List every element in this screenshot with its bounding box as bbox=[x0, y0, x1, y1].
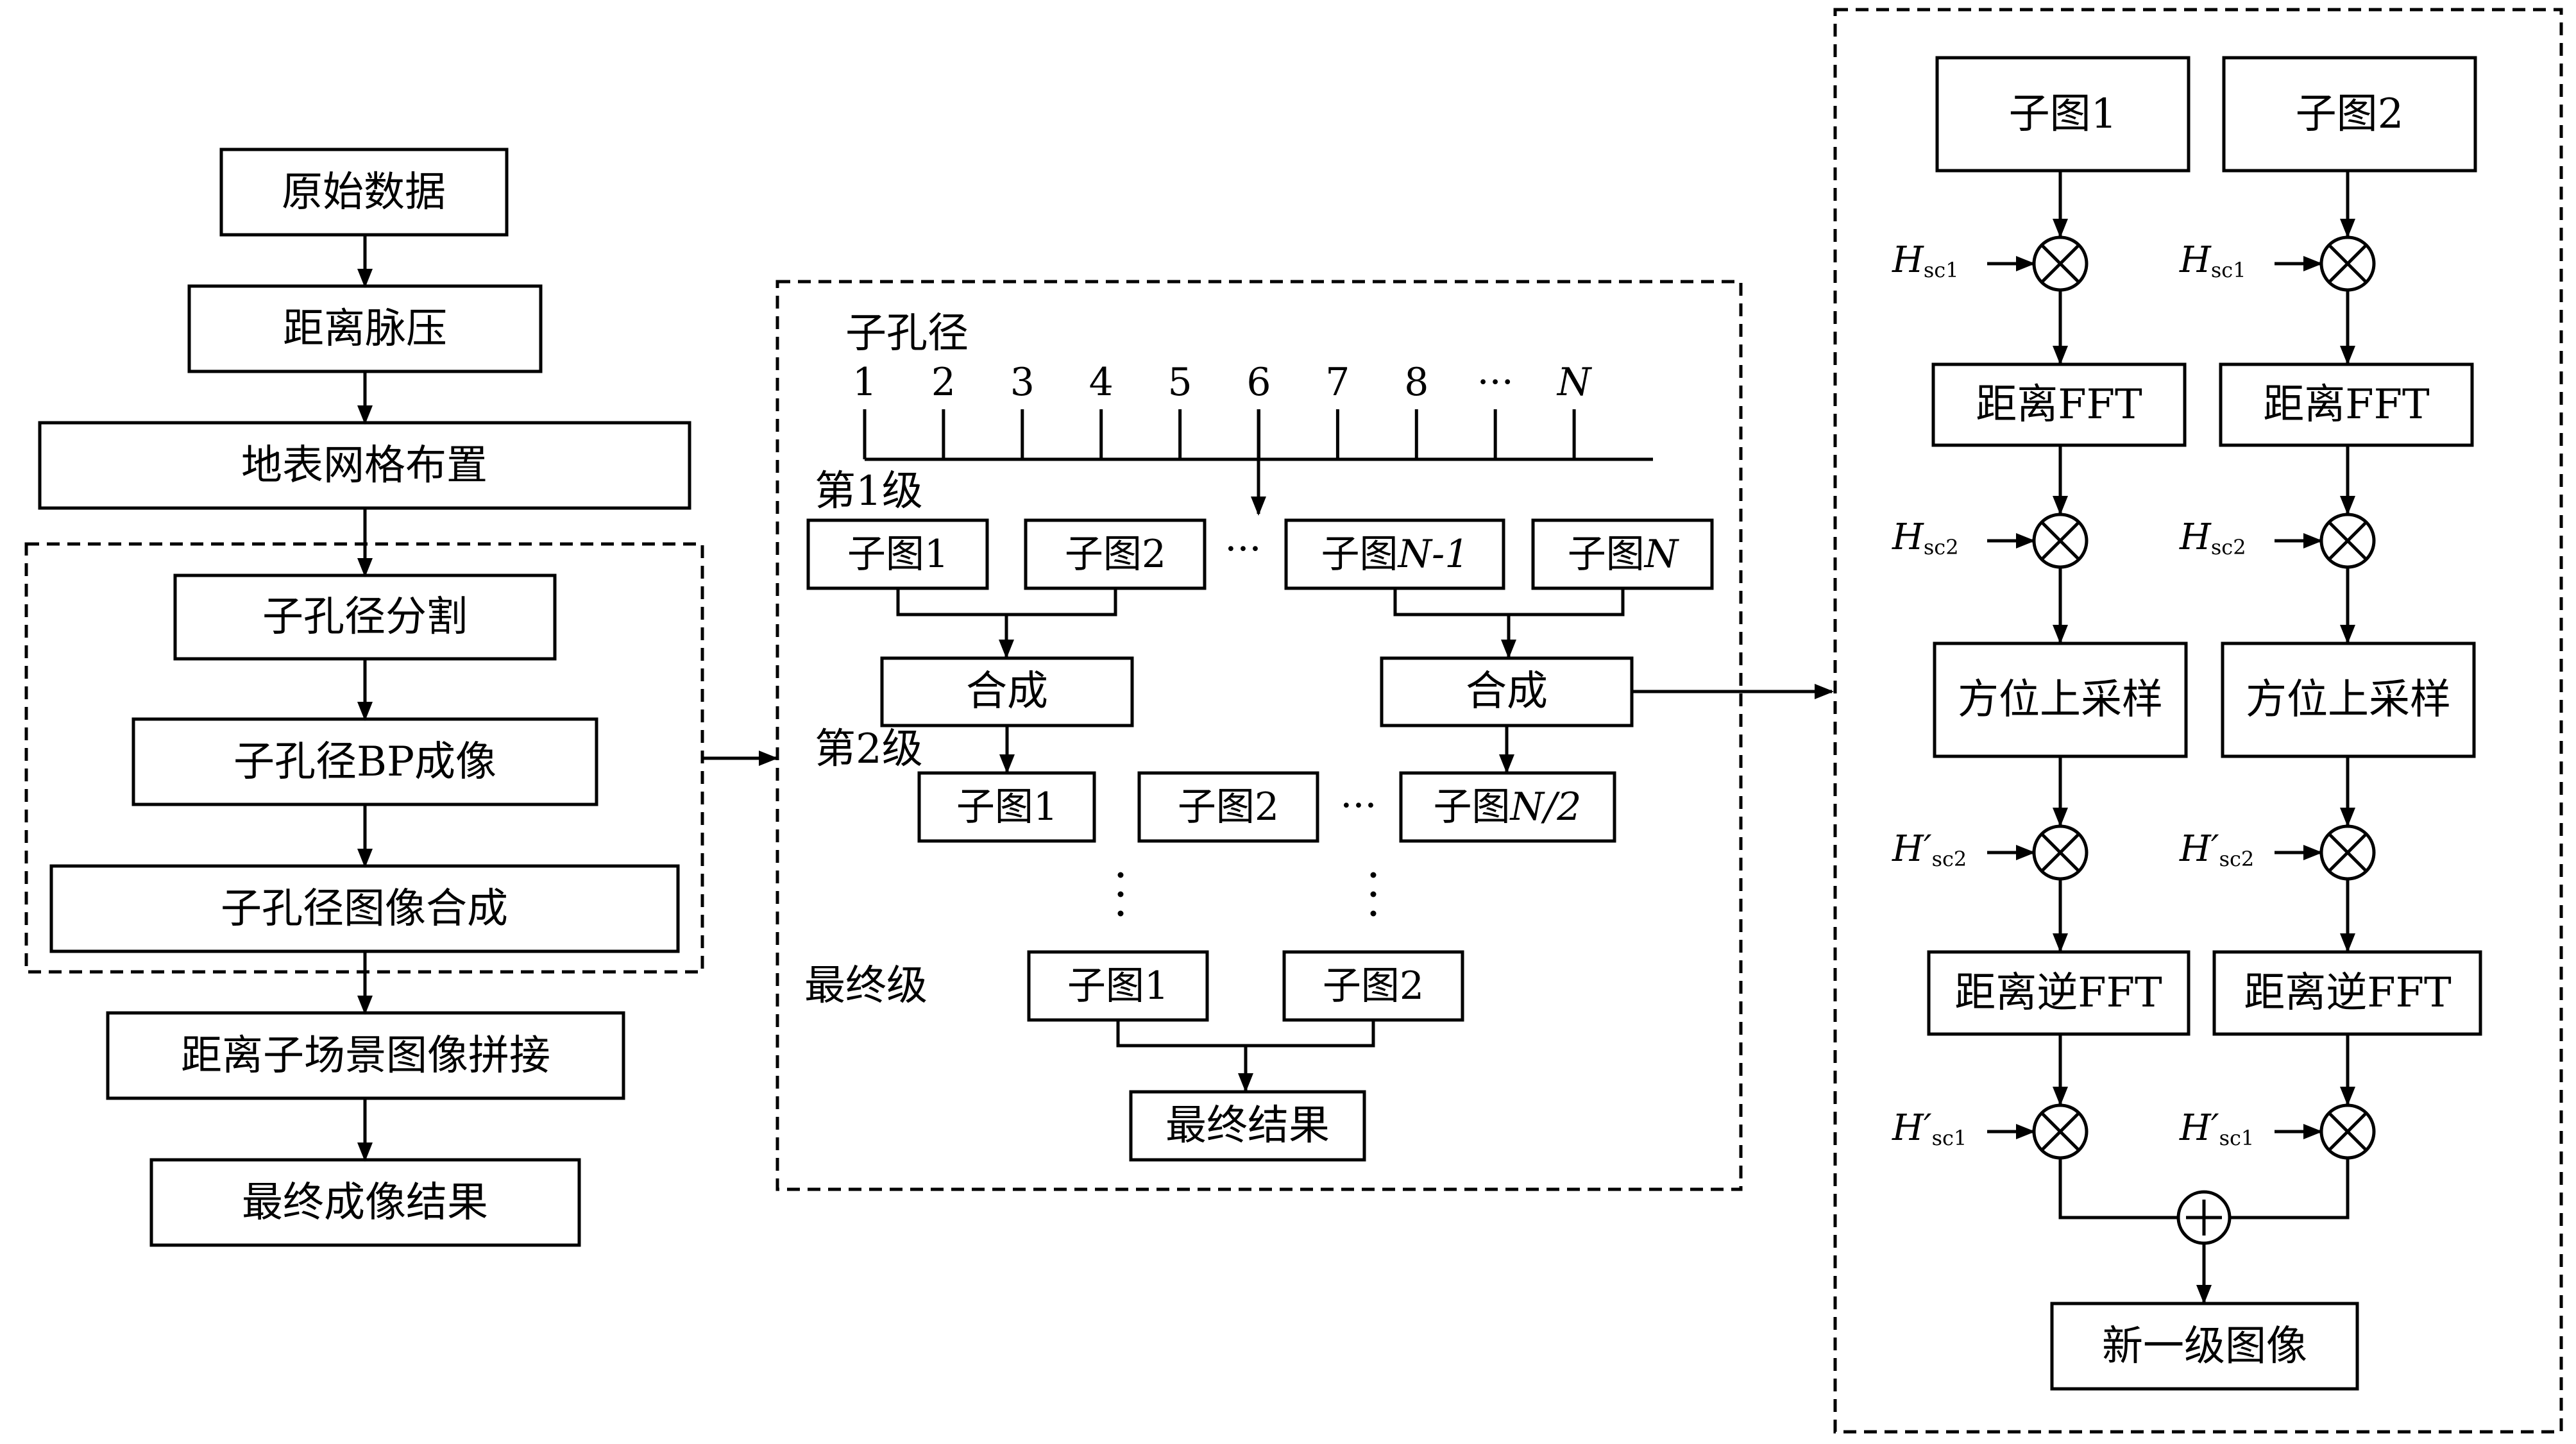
vertical-ellipsis-right bbox=[1370, 872, 1377, 917]
final-level-box-2-label: 子图2 bbox=[1323, 964, 1424, 1008]
range-ifft-label-2: 距离逆FFT bbox=[2244, 969, 2452, 1017]
sub1-label: 子图1 bbox=[2009, 90, 2117, 138]
raw-data-box bbox=[219, 148, 509, 237]
final-result-label: 最终结果 bbox=[1165, 1102, 1330, 1150]
azimuth-upsample-label-1: 方位上采样 bbox=[1958, 676, 2163, 724]
combine-right-label: 合成 bbox=[1466, 668, 1548, 715]
range-compress-label: 距离脉压 bbox=[283, 305, 447, 353]
sub2-box bbox=[2222, 56, 2477, 173]
level1-label: 第1级 bbox=[815, 468, 923, 515]
sub-aperture-merge-label: 子孔径图像合成 bbox=[221, 885, 508, 933]
level1-box-n-minus-1-label: 子图N-1 bbox=[1321, 532, 1470, 577]
final-imaging-label: 最终成像结果 bbox=[242, 1179, 488, 1227]
level1-box-1-label: 子图1 bbox=[847, 532, 949, 577]
level1-ellipsis: ··· bbox=[1224, 527, 1261, 572]
range-fft-label-2: 距离FFT bbox=[2263, 381, 2430, 429]
subscene-mosaic-box bbox=[106, 1011, 625, 1100]
level1-box-2 bbox=[1024, 518, 1207, 590]
adder-icon bbox=[2176, 1190, 2232, 1245]
aperture-tick-label: 3 bbox=[1010, 360, 1035, 405]
aperture-tick-label: ··· bbox=[1477, 360, 1514, 405]
multiplier-icon bbox=[2319, 824, 2376, 881]
combine-box-right bbox=[1380, 656, 1634, 727]
middle-frame bbox=[775, 280, 1743, 1191]
level2-label: 第2级 bbox=[815, 726, 923, 773]
level1-box-n-label: 子图N bbox=[1568, 532, 1680, 577]
ground-grid-label: 地表网格布置 bbox=[241, 442, 487, 489]
h-coefficient-label: H′sc2 bbox=[2179, 828, 2254, 872]
sum-line-left bbox=[2058, 1159, 2177, 1219]
sub-aperture-merge-box bbox=[49, 864, 680, 953]
right-panel: 子图1 距离FFT 方位上采样 距离逆FFT 子图2 距离FFT 方位上采样 距… bbox=[1833, 8, 2563, 1434]
raw-data-label: 原始数据 bbox=[282, 169, 446, 216]
h-coefficient-label: H′sc1 bbox=[1892, 1107, 1967, 1151]
level2-box-2-label: 子图2 bbox=[1178, 785, 1279, 829]
combine-box-left bbox=[880, 656, 1134, 727]
subscene-mosaic-label: 距离子场景图像拼接 bbox=[181, 1032, 550, 1080]
level2-box-1-label: 子图1 bbox=[956, 785, 1058, 829]
h-coefficient-label: H′sc1 bbox=[2179, 1107, 2254, 1151]
sub2-label: 子图2 bbox=[2296, 90, 2404, 138]
level1-box-1 bbox=[806, 518, 989, 590]
multiplier-icon bbox=[2319, 235, 2376, 292]
right-frame bbox=[1833, 8, 2563, 1434]
new-level-image-box bbox=[2050, 1302, 2359, 1391]
multiplier-icon bbox=[2032, 513, 2089, 569]
aperture-tick-label: 7 bbox=[1325, 360, 1350, 405]
final-imaging-box bbox=[149, 1158, 581, 1247]
final-level-label: 最终级 bbox=[804, 962, 928, 1010]
range-fft-label-1: 距离FFT bbox=[1976, 381, 2142, 429]
h-coefficient-label: H′sc2 bbox=[1892, 828, 1967, 872]
range-ifft-label-1: 距离逆FFT bbox=[1954, 969, 2162, 1017]
middle-panel: 子孔径 1 2 3 4 5 6 7 8 ··· N 第1级 子图1 子图2 ··· 子图N-1 子… bbox=[775, 280, 1834, 1191]
h-coefficient-label: Hsc2 bbox=[1892, 516, 1959, 560]
azimuth-upsample-label-2: 方位上采样 bbox=[2246, 676, 2451, 724]
multiplier-icon bbox=[2032, 235, 2089, 292]
level2-box-n-half bbox=[1399, 771, 1616, 843]
multiplier-icon bbox=[2032, 824, 2089, 881]
aperture-tick-label: 6 bbox=[1246, 360, 1271, 405]
h-coefficient-label: Hsc2 bbox=[2179, 516, 2246, 560]
aperture-tick-label: 1 bbox=[852, 360, 877, 405]
aperture-label: 子孔径 bbox=[845, 310, 969, 357]
final-result-box bbox=[1129, 1090, 1366, 1162]
azimuth-upsample-box-1 bbox=[1933, 641, 2188, 758]
range-ifft-box-1 bbox=[1927, 950, 2190, 1036]
final-level-box-1-label: 子图1 bbox=[1067, 964, 1169, 1008]
aperture-tick-label: N bbox=[1556, 360, 1593, 405]
merge-bracket-left bbox=[896, 588, 1117, 616]
range-ifft-box-2 bbox=[2212, 950, 2482, 1036]
multiplier-icon bbox=[2319, 513, 2376, 569]
aperture-tick-label: 8 bbox=[1404, 360, 1428, 405]
new-level-image-label: 新一级图像 bbox=[2102, 1323, 2307, 1370]
multiplier-icon bbox=[2319, 1103, 2376, 1160]
level2-box-2 bbox=[1137, 771, 1319, 843]
level2-box-n-half-label: 子图N/2 bbox=[1434, 785, 1582, 829]
aperture-tick-labels: 1 2 3 4 5 6 7 8 ··· N bbox=[852, 360, 1593, 405]
final-merge-bracket bbox=[1116, 1020, 1375, 1048]
level2-ellipsis: ··· bbox=[1340, 783, 1377, 828]
h-coefficient-label: Hsc1 bbox=[2179, 239, 2246, 283]
sum-line-right bbox=[2231, 1159, 2350, 1219]
h-coefficient-label: Hsc1 bbox=[1892, 239, 1959, 283]
sub1-box bbox=[1935, 56, 2190, 173]
combine-left-label: 合成 bbox=[966, 668, 1048, 715]
range-fft-box-1 bbox=[1931, 362, 2187, 447]
range-compress-box bbox=[187, 284, 543, 373]
level2-box-1 bbox=[917, 771, 1096, 843]
left-flow: 原始数据 距离脉压 地表网格布置 子孔径分割 子孔径BP成像 子孔径图像合成 距… bbox=[24, 148, 778, 1247]
sub-aperture-split-label: 子孔径分割 bbox=[262, 593, 468, 641]
aperture-tick-label: 5 bbox=[1168, 360, 1192, 405]
aperture-tick-label: 4 bbox=[1089, 360, 1114, 405]
aperture-tick-label: 2 bbox=[931, 360, 956, 405]
merge-bracket-right bbox=[1393, 588, 1625, 616]
sub-aperture-bp-label: 子孔径BP成像 bbox=[233, 738, 496, 786]
multiplier-icon bbox=[2032, 1103, 2089, 1160]
level1-box-2-label: 子图2 bbox=[1065, 532, 1166, 577]
aperture-tick-marks bbox=[863, 409, 1576, 459]
vertical-ellipsis-left bbox=[1117, 872, 1124, 917]
